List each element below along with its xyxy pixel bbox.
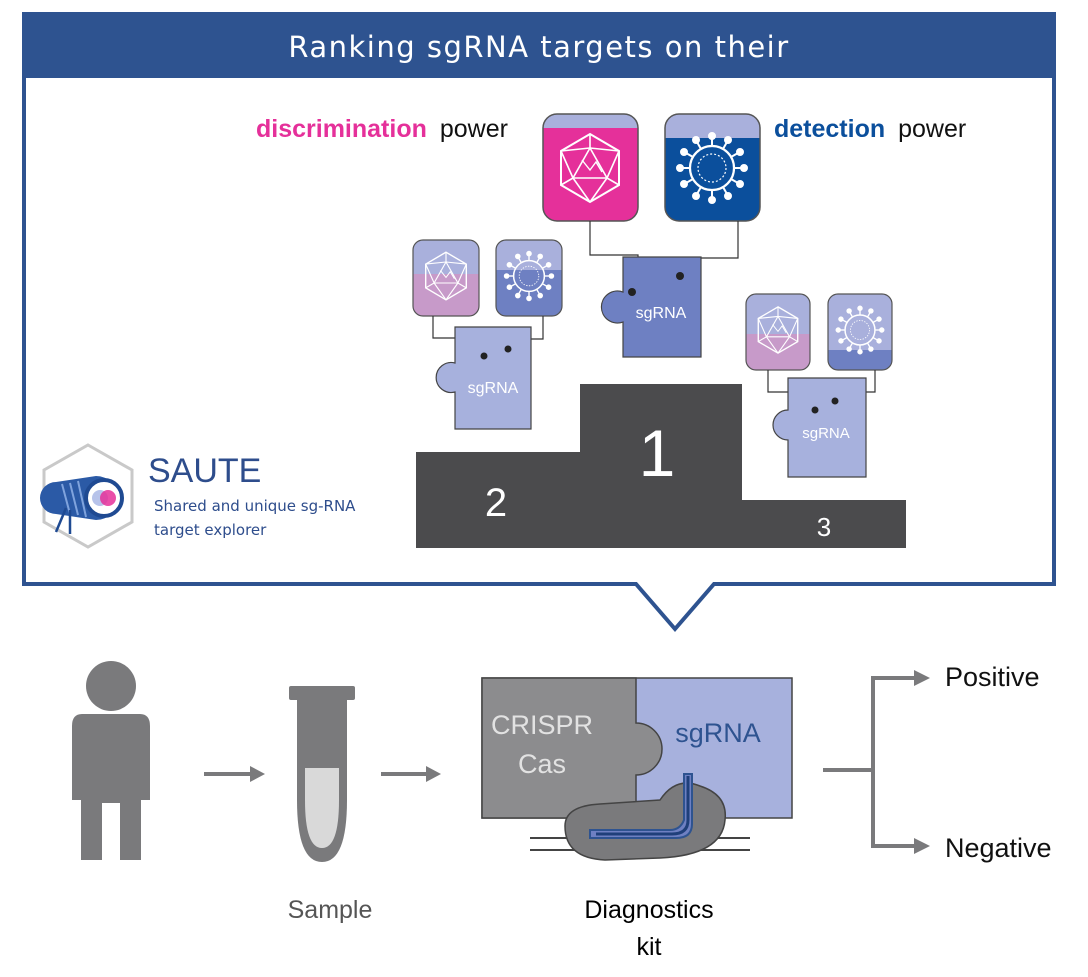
arrow-right-icon [381, 766, 441, 782]
sgrna-label-1: sgRNA [636, 305, 687, 322]
panel-title: Ranking sgRNA targets on their [288, 30, 789, 64]
saute-logo-icon [40, 443, 134, 549]
arrow-right-icon [914, 670, 930, 686]
discrimination-label: discrimination power [256, 115, 508, 143]
discrimination-tile-2 [412, 239, 480, 317]
podium-rank-2: 2 [485, 481, 507, 525]
podium-rank-3: 3 [817, 512, 831, 542]
crispr-cas-piece [481, 677, 663, 819]
detection-suffix: power [898, 115, 966, 143]
person-icon [72, 661, 150, 860]
sample-tube-icon [289, 686, 355, 862]
positive-label: Positive [945, 662, 1040, 692]
detection-label: detection power [774, 115, 966, 143]
saute-tagline-line2: target explorer [154, 521, 267, 539]
sgrna-label-2: sgRNA [468, 380, 519, 397]
crispr-line1: CRISPR [491, 710, 593, 740]
diagnostics-kit: CRISPR Cas sgRNA [481, 677, 793, 861]
saute-name: SAUTE [148, 452, 261, 490]
negative-label: Negative [945, 833, 1052, 863]
discrimination-suffix: power [440, 115, 508, 143]
kit-label-line2: kit [637, 933, 662, 961]
sgrna-rank-2: sgRNA [412, 239, 563, 430]
saute-logo: SAUTE Shared and unique sg-RNA target ex… [40, 443, 356, 549]
kit-label-line1: Diagnostics [584, 896, 713, 924]
sgrna-puzzle-2 [435, 326, 532, 430]
discrimination-tile-large [542, 113, 639, 222]
detection-tile-3 [827, 293, 893, 371]
detection-tile-large [664, 113, 761, 222]
crispr-line2: Cas [518, 749, 566, 779]
detection-keyword: detection [774, 115, 885, 143]
sgrna-puzzle-3 [772, 377, 867, 478]
arrow-right-icon [914, 838, 930, 854]
panel-header [24, 14, 1054, 78]
panel-pointer [652, 584, 698, 611]
sample-label: Sample [288, 896, 373, 924]
kit-sgrna-label: sgRNA [675, 718, 761, 748]
workflow: Sample CRISPR Cas sgRNA Diagnostics kit [72, 661, 1052, 961]
sgrna-rank-1: sgRNA [542, 113, 761, 358]
result-branch [823, 676, 917, 848]
sgrna-label-3: sgRNA [802, 425, 850, 442]
detection-tile-2 [495, 239, 563, 317]
sgrna-puzzle-1 [600, 256, 702, 358]
discrimination-tile-3 [745, 293, 811, 371]
discrimination-keyword: discrimination [256, 115, 427, 143]
arrow-right-icon [204, 766, 265, 782]
podium: 1 2 3 [416, 384, 906, 548]
sgrna-rank-3: sgRNA [745, 293, 893, 478]
podium-rank-1: 1 [639, 416, 676, 490]
podium-shape [416, 384, 906, 548]
saute-tagline-line1: Shared and unique sg-RNA [154, 497, 356, 515]
